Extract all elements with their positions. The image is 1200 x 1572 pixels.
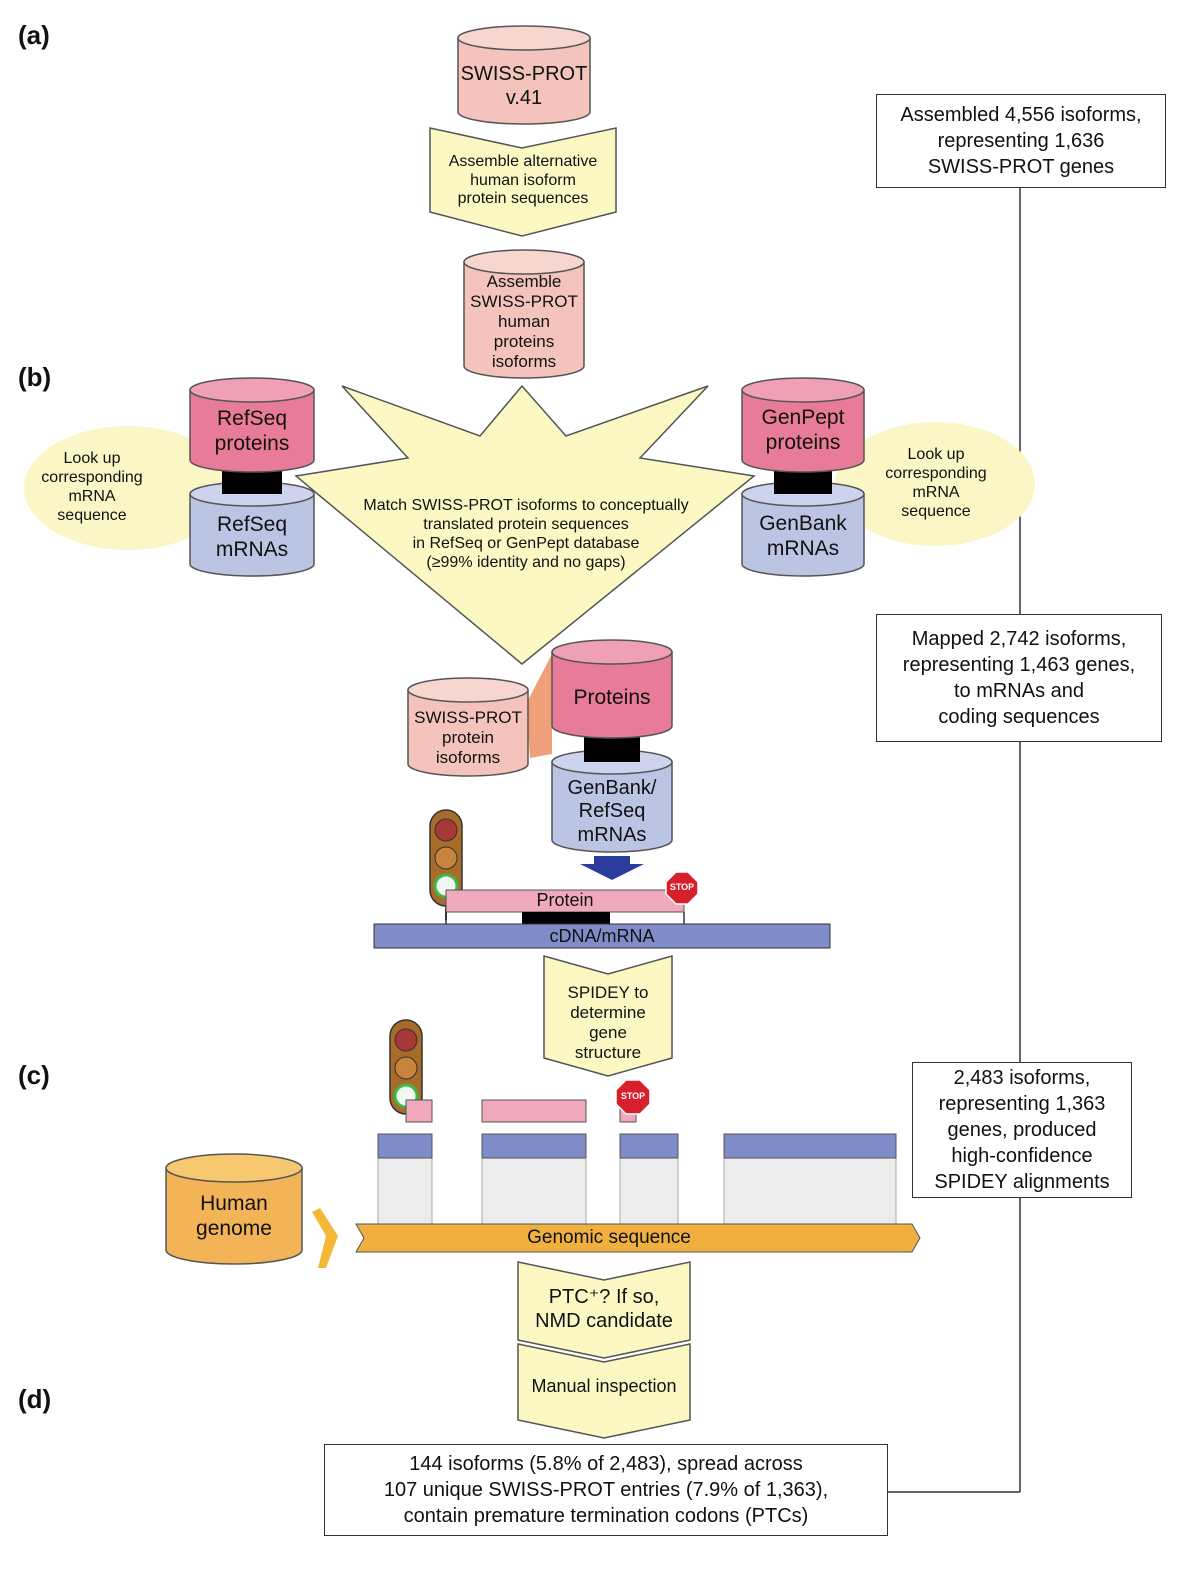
- panel-label-b: (b): [18, 362, 52, 392]
- cdna-bar: [373, 923, 831, 949]
- refseq-mrnas-label: RefSeq mRNAs: [215, 513, 289, 561]
- proteins-mrna-stack: [551, 639, 673, 853]
- assemble-alt-arrow: [429, 127, 617, 237]
- genbank-mrnas-label: GenBank mRNAs: [759, 512, 847, 560]
- lookup-left-label: Look up corresponding mRNA sequence: [41, 450, 143, 524]
- spidey-label: SPIDEY to determine gene structure: [567, 982, 649, 1063]
- ptc-arrow: [517, 1261, 691, 1359]
- blue-down-arrow: [580, 856, 644, 880]
- lookup-left-halo: [24, 426, 232, 550]
- swissprot-isoforms-label: SWISS-PROT protein isoforms: [414, 707, 522, 768]
- refseq-proteins-label: RefSeq proteins: [214, 407, 290, 455]
- summary-flow-line: [886, 188, 1021, 1493]
- lookup-right-halo: [835, 422, 1035, 546]
- manual-inspection-arrow: [517, 1343, 691, 1439]
- stop-label: STOP: [620, 1091, 646, 1101]
- genomic-sequence-label: Genomic sequence: [527, 1226, 691, 1248]
- result-assembled: Assembled 4,556 isoforms, representing 1…: [876, 94, 1166, 188]
- human-genome-cylinder: [165, 1153, 303, 1265]
- panel-label-c: (c): [18, 1060, 50, 1090]
- result-ptc: 144 isoforms (5.8% of 2,483), spread acr…: [324, 1444, 888, 1536]
- stop-sign-icon: [615, 1079, 651, 1115]
- assemble-swissprot-label: Assemble SWISS-PROT human proteins isofo…: [470, 271, 578, 372]
- stop-sign-icon: [665, 871, 699, 905]
- coding-region-bar: [522, 912, 610, 924]
- swissprot-db-cylinder: [457, 25, 591, 125]
- lookup-right-label: Look up corresponding mRNA sequence: [885, 446, 987, 520]
- proteins-label: Proteins: [573, 685, 651, 709]
- swissprot-db-label: SWISS-PROT v.41: [460, 63, 588, 109]
- gene-structure: [377, 1099, 897, 1225]
- panel-label-a: (a): [18, 20, 50, 50]
- ptc-label: PTC⁺? If so, NMD candidate: [535, 1286, 673, 1332]
- genomic-sequence-bar: [355, 1223, 921, 1253]
- protein-bar-label: Protein: [536, 890, 594, 911]
- stop-label: STOP: [669, 882, 695, 892]
- panel-label-d: (d): [18, 1384, 52, 1414]
- result-spidey: 2,483 isoforms, representing 1,363 genes…: [912, 1062, 1132, 1198]
- genpept-proteins-label: GenPept proteins: [761, 406, 845, 454]
- cdna-bar-label: cDNA/mRNA: [549, 926, 655, 947]
- genpept-db-stack: [741, 377, 865, 577]
- genbank-refseq-mrnas-label: GenBank/ RefSeq mRNAs: [567, 776, 657, 846]
- assemble-alt-label: Assemble alternative human isoform prote…: [448, 152, 598, 208]
- genome-arrow: [312, 1208, 338, 1268]
- result-mapped: Mapped 2,742 isoforms, representing 1,46…: [876, 614, 1162, 742]
- assemble-swissprot-cylinder: [463, 249, 585, 379]
- match-arrow: [294, 384, 756, 665]
- swissprot-isoforms-cylinder: [407, 677, 529, 777]
- manual-inspection-label: Manual inspection: [531, 1376, 677, 1397]
- human-genome-label: Human genome: [196, 1192, 272, 1240]
- spidey-arrow: [543, 955, 673, 1077]
- traffic-light-icon: [389, 1019, 423, 1115]
- isoform-link-wedge: [526, 654, 552, 758]
- refseq-db-stack: [189, 377, 315, 577]
- match-label: Match SWISS-PROT isoforms to conceptuall…: [363, 497, 689, 571]
